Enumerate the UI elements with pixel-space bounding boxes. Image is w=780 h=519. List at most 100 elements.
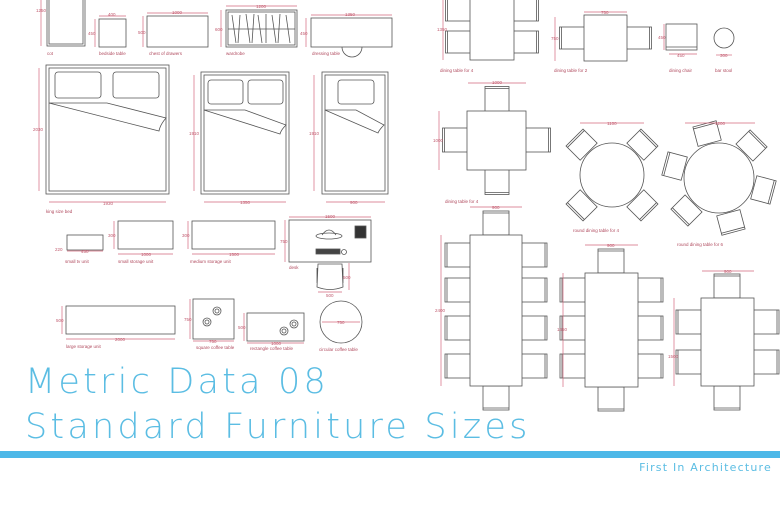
dimension-label: 1000 xyxy=(433,138,444,143)
dimension-label: 750 xyxy=(280,239,288,244)
dining-table-for-2: 750 750 dining table for 2 xyxy=(551,10,628,73)
circular-coffee-table: 750 circular coffee table xyxy=(319,300,363,352)
dimension-label: 750 xyxy=(337,320,345,325)
item-label: round dining table for 6 xyxy=(677,242,724,247)
dimension-label: 900 xyxy=(607,243,615,248)
dimension-label: 500 xyxy=(326,293,334,298)
chair xyxy=(661,151,688,181)
round-dining-table-for-4: 1100 round dining table for 4 xyxy=(573,121,645,233)
dimension-label: 500 xyxy=(56,318,64,323)
chair xyxy=(559,277,587,303)
square-coffee-table: 750 750 square coffee table xyxy=(184,298,235,350)
dimension-label: 1350 xyxy=(345,12,356,17)
title-line-2: Standard Furniture Sizes xyxy=(25,407,531,447)
dressing-table: 1350 450 dressing table xyxy=(300,12,393,58)
item-label: circular coffee table xyxy=(319,347,358,352)
rectangle-coffee-table: 500 1000 rectangle coffee table xyxy=(238,312,305,351)
dimension-label: 1500 xyxy=(229,252,240,257)
cot: 1250 cot xyxy=(36,0,86,56)
dimension-label: 750 xyxy=(209,339,217,344)
dimension-label: 900 xyxy=(350,200,358,205)
item-label: chest of drawers xyxy=(149,51,183,56)
dimension-label: 2030 xyxy=(33,127,44,132)
dimension-label: 1500 xyxy=(325,214,336,219)
chair xyxy=(520,277,548,303)
dimension-label: 750 xyxy=(551,36,559,41)
dining-chair: 450 450 dining chair xyxy=(658,23,698,73)
dimension-label: 1930 xyxy=(103,201,114,206)
chair xyxy=(626,128,659,161)
item-label: rectangle coffee table xyxy=(250,346,293,351)
dimension-label: 900 xyxy=(492,205,500,210)
small-storage-unit: 300 1000 small storage unit xyxy=(108,220,174,264)
dimension-label: 1350 xyxy=(437,27,448,32)
chair xyxy=(445,30,471,54)
chair xyxy=(597,248,625,274)
chair xyxy=(597,386,625,412)
item-label: cot xyxy=(47,51,54,56)
wardrobe: 1200 600 wardrobe xyxy=(215,4,298,56)
chair xyxy=(482,385,510,411)
chest-of-drawers: 1000 500 chest of drawers xyxy=(138,10,209,56)
medium-storage-unit: 300 1500 medium storage unit xyxy=(182,220,276,264)
desk: 1500 750 500 500 desk xyxy=(280,214,372,298)
dimension-label: 1000 xyxy=(492,80,503,85)
chair xyxy=(513,0,539,22)
chair xyxy=(520,242,548,268)
dimension-label: 450 xyxy=(677,53,685,58)
dimension-label: 450 xyxy=(88,31,96,36)
chair xyxy=(750,175,777,205)
chair xyxy=(559,26,585,50)
chair xyxy=(670,194,703,227)
item-label: medium storage unit xyxy=(190,259,232,264)
chair xyxy=(444,242,472,268)
dimension-label: 500 xyxy=(238,325,246,330)
item-label: square coffee table xyxy=(196,345,235,350)
dimension-label: 1500 xyxy=(668,354,679,359)
chair xyxy=(520,353,548,379)
dimension-label: 220 xyxy=(55,247,63,252)
chair xyxy=(565,128,598,161)
dimension-label: 300 xyxy=(720,53,728,58)
dining-table-for-8: 900 1650 xyxy=(557,243,639,388)
item-label: desk xyxy=(289,265,299,270)
dimension-label: 2400 xyxy=(435,308,446,313)
dimension-label: 450 xyxy=(658,35,666,40)
dimension-label: 750 xyxy=(184,317,192,322)
item-label: small storage unit xyxy=(118,259,154,264)
item-label: dining chair xyxy=(669,68,693,73)
item-label: bar stool xyxy=(715,68,732,73)
dimension-label: 400 xyxy=(108,12,116,17)
bedside-table: 400 450 bedside table xyxy=(88,12,127,56)
small-tv-unit: 450 220 small tv unit xyxy=(55,234,104,264)
chairs-layer xyxy=(442,0,780,412)
dimension-label: 1650 xyxy=(557,327,568,332)
dimension-label: 600 xyxy=(215,27,223,32)
chair xyxy=(752,349,780,375)
chair xyxy=(444,315,472,341)
chair xyxy=(520,315,548,341)
dimension-label: 1910 xyxy=(189,131,200,136)
accent-bar xyxy=(0,451,780,458)
dimension-label: 500 xyxy=(138,30,146,35)
chair xyxy=(692,120,722,147)
chair xyxy=(565,189,598,222)
chair xyxy=(484,86,510,112)
dimension-label: 2000 xyxy=(115,337,126,342)
item-label: bedside table xyxy=(99,51,126,56)
dimension-label: 1000 xyxy=(141,252,152,257)
dimension-label: 1100 xyxy=(607,121,617,126)
bar-stool: 300 bar stool xyxy=(713,27,735,73)
chair xyxy=(444,277,472,303)
dimension-label: 1000 xyxy=(271,341,282,346)
chair xyxy=(716,209,746,236)
chair xyxy=(636,277,664,303)
double-bed: 1910 1350 xyxy=(189,71,290,205)
king-size-bed: 2030 1930 king size bed xyxy=(33,64,170,214)
dining-table-for-4-square: 1000 1000 dining table for 4 xyxy=(433,80,527,204)
chair xyxy=(559,353,587,379)
chair xyxy=(445,0,471,22)
item-label: large storage unit xyxy=(66,344,102,349)
chair xyxy=(444,353,472,379)
chair xyxy=(626,26,652,50)
